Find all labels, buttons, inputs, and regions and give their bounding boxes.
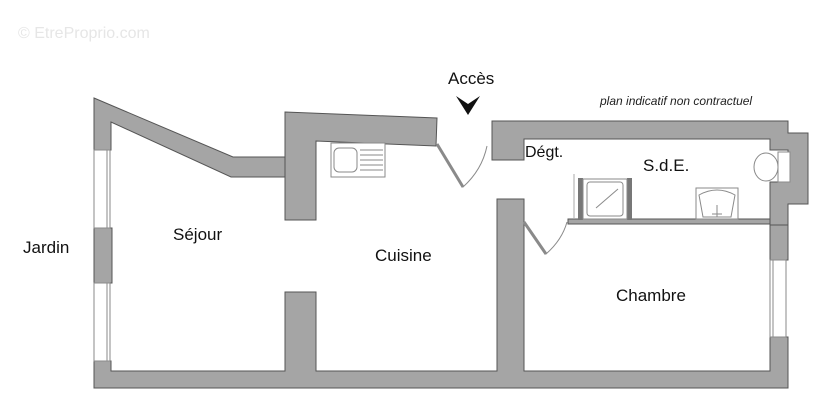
room-label-sejour: Séjour <box>173 225 223 244</box>
room-label-degagement: Dégt. <box>525 144 564 161</box>
wall-sde-bottom <box>567 218 771 225</box>
disclaimer-note: plan indicatif non contractuel <box>600 94 753 108</box>
window-right <box>769 259 787 338</box>
wall-kitchen-top <box>284 111 438 221</box>
washbasin-icon <box>695 187 739 220</box>
watermark: © EtreProprio.com <box>18 25 150 42</box>
wall-left-mid <box>93 227 113 284</box>
wall-right-top <box>491 120 809 226</box>
bedroom-door <box>523 221 568 255</box>
window-left-top <box>93 149 111 229</box>
shower-icon <box>573 174 632 220</box>
access-label: Accès <box>448 69 495 88</box>
window-left-bottom <box>93 282 111 362</box>
room-label-sde: S.d.E. <box>643 156 690 175</box>
wall-right <box>769 224 789 261</box>
wall-sejour-top <box>93 97 286 178</box>
toilet-icon <box>753 151 791 183</box>
entry-door <box>436 143 488 188</box>
room-label-chambre: Chambre <box>616 286 686 305</box>
sink-icon <box>330 142 386 178</box>
wall-left-bottom <box>93 198 789 389</box>
garden-label: Jardin <box>23 238 70 257</box>
room-label-cuisine: Cuisine <box>375 246 432 265</box>
arrow-down-icon <box>456 96 480 115</box>
